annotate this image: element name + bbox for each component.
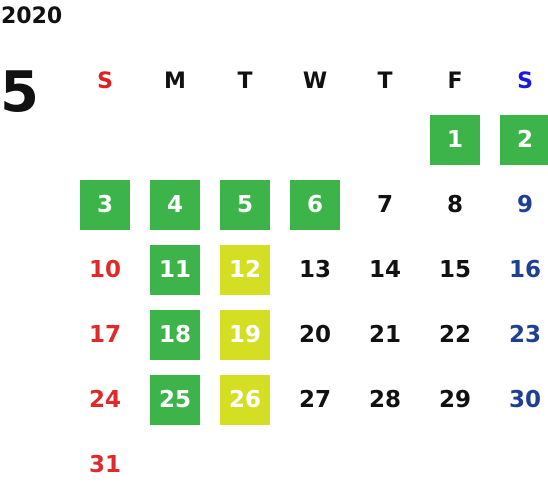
day-cell[interactable]: 20: [280, 302, 350, 367]
day-number: 17: [88, 321, 121, 348]
day-cell[interactable]: 5: [210, 172, 280, 237]
day-cell[interactable]: 25: [140, 367, 210, 432]
weekday-header-tue: T: [237, 68, 253, 94]
empty-cell: [210, 107, 280, 172]
day-cell[interactable]: 13: [280, 237, 350, 302]
day-cell[interactable]: 18: [140, 302, 210, 367]
day-cell[interactable]: 27: [280, 367, 350, 432]
weekday-header-fri: F: [447, 68, 463, 94]
day-cell[interactable]: 21: [350, 302, 420, 367]
day-number: 20: [298, 321, 331, 348]
empty-cell: [350, 107, 420, 172]
day-cell[interactable]: 4: [140, 172, 210, 237]
weekday-header-wed: W: [302, 68, 328, 94]
day-number: 6: [290, 179, 340, 230]
day-number: 12: [220, 244, 270, 295]
day-cell[interactable]: 26: [210, 367, 280, 432]
day-number: 23: [508, 321, 541, 348]
day-cell[interactable]: 8: [420, 172, 490, 237]
day-number: 26: [220, 374, 270, 425]
day-number: 13: [298, 256, 331, 283]
day-number: 1: [430, 114, 480, 165]
day-cell[interactable]: 30: [490, 367, 548, 432]
day-number: 14: [368, 256, 401, 283]
weekday-header-thu: T: [377, 68, 393, 94]
day-number: 2: [500, 114, 548, 165]
empty-cell: [140, 107, 210, 172]
day-cell[interactable]: 1: [420, 107, 490, 172]
day-cell[interactable]: 29: [420, 367, 490, 432]
day-number: 8: [446, 191, 463, 218]
day-number: 29: [438, 386, 471, 413]
day-number: 5: [220, 179, 270, 230]
empty-cell: [70, 107, 140, 172]
day-cell[interactable]: 12: [210, 237, 280, 302]
day-number: 27: [298, 386, 331, 413]
day-cell[interactable]: 28: [350, 367, 420, 432]
day-cell[interactable]: 7: [350, 172, 420, 237]
day-number: 10: [88, 256, 121, 283]
day-cell[interactable]: 22: [420, 302, 490, 367]
day-cell[interactable]: 10: [70, 237, 140, 302]
day-number: 15: [438, 256, 471, 283]
day-cell[interactable]: 23: [490, 302, 548, 367]
weekday-header-mon: M: [164, 68, 186, 94]
day-cell[interactable]: 6: [280, 172, 350, 237]
day-number: 18: [150, 309, 200, 360]
day-cell[interactable]: 24: [70, 367, 140, 432]
day-number: 7: [376, 191, 393, 218]
day-cell[interactable]: 19: [210, 302, 280, 367]
day-number: 19: [220, 309, 270, 360]
day-number: 11: [150, 244, 200, 295]
day-number: 25: [150, 374, 200, 425]
day-number: 16: [508, 256, 541, 283]
month-number: 5: [0, 60, 39, 125]
day-cell[interactable]: 11: [140, 237, 210, 302]
weekday-header-sat: S: [517, 68, 533, 94]
day-number: 22: [438, 321, 471, 348]
day-cell[interactable]: 3: [70, 172, 140, 237]
day-number: 28: [368, 386, 401, 413]
day-cell[interactable]: 31: [70, 432, 140, 497]
day-cell[interactable]: 2: [490, 107, 548, 172]
day-cell[interactable]: 14: [350, 237, 420, 302]
day-number: 30: [508, 386, 541, 413]
day-number: 9: [516, 191, 533, 218]
weekday-header-sun: S: [97, 68, 113, 94]
year-label: 2020: [1, 4, 63, 29]
day-number: 24: [88, 386, 121, 413]
empty-cell: [280, 107, 350, 172]
day-number: 21: [368, 321, 401, 348]
day-cell[interactable]: 15: [420, 237, 490, 302]
day-number: 3: [80, 179, 130, 230]
day-cell[interactable]: 17: [70, 302, 140, 367]
day-number: 31: [88, 451, 121, 478]
day-cell[interactable]: 9: [490, 172, 548, 237]
day-number: 4: [150, 179, 200, 230]
day-cell[interactable]: 16: [490, 237, 548, 302]
